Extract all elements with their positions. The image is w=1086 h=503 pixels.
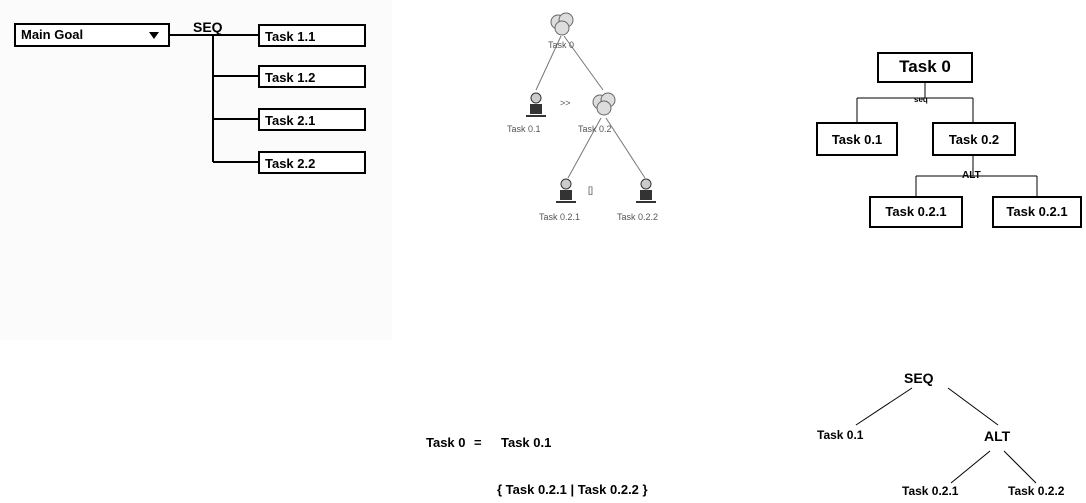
operator-tree-alt: ALT (984, 428, 1011, 444)
main-goal-dropdown[interactable]: Main Goal (14, 23, 170, 47)
formula-equals: = (474, 435, 482, 450)
seq-operator-small-label: seq (914, 95, 928, 104)
task-node-2-2[interactable]: Task 2.2 (258, 151, 366, 174)
boxed-task-right[interactable]: Task 0.2 (932, 122, 1016, 156)
boxed-task-root[interactable]: Task 0 (877, 52, 973, 83)
operator-tree-bottom-left: Task 0.2.1 (902, 484, 959, 498)
task-node-1-2[interactable]: Task 1.2 (258, 65, 366, 88)
tree-node-label-left: Task 0.1 (507, 124, 541, 134)
tree-node-label-bottom-left: Task 0.2.1 (539, 212, 581, 222)
enabling-operator-label: >> (560, 98, 571, 108)
abstract-task-icon-root (550, 12, 574, 36)
choice-operator-label: [] (588, 185, 594, 195)
formula-lhs: Task 0 (426, 435, 466, 450)
abstract-task-icon-right (592, 92, 616, 116)
user-task-icon-bottom-right (636, 178, 656, 203)
alt-operator-label: ALT (962, 170, 981, 181)
user-task-icon-left (526, 92, 546, 117)
boxed-task-left[interactable]: Task 0.1 (816, 122, 898, 156)
boxed-task-bottom-left[interactable]: Task 0.2.1 (869, 196, 963, 228)
operator-tree-root: SEQ (904, 370, 934, 386)
operator-tree-left: Task 0.1 (817, 428, 864, 442)
boxed-task-bottom-right[interactable]: Task 0.2.1 (992, 196, 1082, 228)
seq-operator-label: SEQ (193, 19, 223, 35)
chevron-down-icon[interactable] (149, 32, 159, 39)
tree-node-label-root: Task 0 (548, 40, 575, 50)
user-task-icon-bottom-left (556, 178, 576, 203)
formula-choice-set: { Task 0.2.1 | Task 0.2.2 } (497, 482, 648, 497)
formula-rhs: Task 0.1 (501, 435, 552, 450)
operator-tree-bottom-right: Task 0.2.2 (1008, 484, 1065, 498)
task-node-2-1[interactable]: Task 2.1 (258, 108, 366, 131)
main-goal-dropdown-value: Main Goal (21, 27, 84, 42)
tree-node-label-right: Task 0.2 (578, 124, 612, 134)
tree-node-label-bottom-right: Task 0.2.2 (617, 212, 659, 222)
task-node-1-1[interactable]: Task 1.1 (258, 24, 366, 47)
